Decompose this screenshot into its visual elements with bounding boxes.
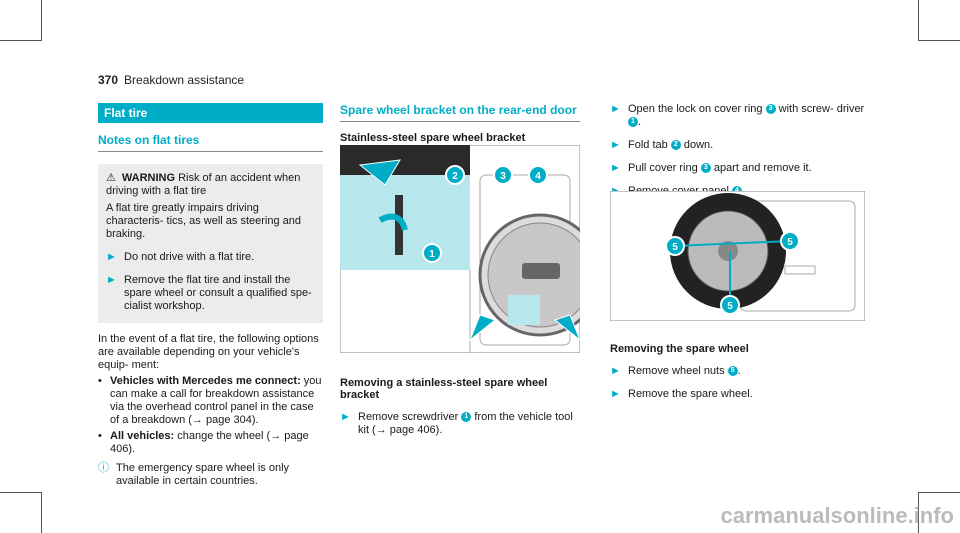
callout-3: 3 xyxy=(493,165,513,185)
bullet-text: you can make a call for breakdown assist… xyxy=(110,375,322,426)
list-item: Vehicles with Mercedes me connect: you c… xyxy=(98,375,323,427)
warning-step: Do not drive with a flat tire. xyxy=(124,251,255,263)
callout-label: 5 xyxy=(727,301,733,312)
warning-step: Remove the flat tire and install the spa… xyxy=(124,274,312,312)
removal-section: Removing a stainless-steel spare wheel b… xyxy=(340,367,580,437)
step-text: Pull cover ring xyxy=(628,162,698,174)
callout-label: 5 xyxy=(672,242,678,253)
section-bar-title: Flat tire xyxy=(98,103,323,123)
section-name: Breakdown assistance xyxy=(124,73,245,87)
spare-wheel-removal-section: Removing the spare wheel ► Remove wheel n… xyxy=(610,333,865,401)
list-item: All vehicles: change the wheel (→ page 4… xyxy=(98,430,323,456)
subtitle: Stainless-steel spare wheel bracket xyxy=(340,132,526,144)
column-2: Spare wheel bracket on the rear-end door… xyxy=(340,103,580,436)
spare-wheel-figure: 5 5 5 xyxy=(610,191,865,321)
step-text: from the vehicle tool kit (→ page 406). xyxy=(358,411,573,436)
arrow-icon: ► xyxy=(610,388,621,400)
arrow-icon: ► xyxy=(610,139,621,151)
step-text: Open the lock on cover ring xyxy=(628,103,763,115)
step-text: Remove screwdriver xyxy=(358,411,459,423)
crop-mark xyxy=(0,492,42,493)
warning-label: WARNING xyxy=(121,172,176,184)
warning-text: Risk of an accident when driving with a … xyxy=(106,172,301,197)
info-icon: ⓘ xyxy=(98,462,109,474)
note-text: The emergency spare wheel is only availa… xyxy=(116,462,290,487)
number-badge: 3 xyxy=(765,104,776,115)
page-number: 370 xyxy=(98,73,119,87)
step-text: Fold tab xyxy=(628,139,668,151)
callout-label: 1 xyxy=(429,249,435,260)
callout-5: 5 xyxy=(665,236,685,256)
bullet-text: change the wheel (→ page 406). xyxy=(110,430,309,455)
callout-label: 2 xyxy=(452,171,458,182)
callout-5: 5 xyxy=(780,231,800,251)
section-title: Spare wheel bracket on the rear-end door xyxy=(340,103,580,122)
callout-5: 5 xyxy=(720,295,740,315)
callout-4: 4 xyxy=(528,165,548,185)
arrow-icon: ► xyxy=(610,162,621,174)
crop-mark xyxy=(0,40,42,41)
page-header: 370 Breakdown assistance xyxy=(98,73,244,87)
arrow-icon: ► xyxy=(610,365,621,377)
callout-label: 5 xyxy=(787,237,793,248)
subsection-title: Notes on flat tires xyxy=(98,133,323,152)
watermark: carmanualsonline.info xyxy=(720,503,955,528)
callout-1: 1 xyxy=(422,243,442,263)
heading: Removing the spare wheel xyxy=(610,343,749,355)
note: ⓘ The emergency spare wheel is only avail… xyxy=(98,462,323,488)
arrow-icon: ► xyxy=(340,411,351,423)
heading: Removing a stainless-steel spare wheel b… xyxy=(340,377,548,401)
number-badge: 3 xyxy=(700,163,711,174)
number-badge: 5 xyxy=(727,366,738,377)
step-text: with screw- driver xyxy=(778,103,865,115)
intro-text: In the event of a flat tire, the followi… xyxy=(98,333,319,371)
callout-label: 3 xyxy=(500,171,506,182)
warning-icon: ⚠ xyxy=(106,172,116,184)
arrow-icon: ► xyxy=(610,103,621,115)
column-3: ► Open the lock on cover ring 3 with scre… xyxy=(610,103,865,400)
callout-label: 4 xyxy=(535,171,541,182)
step-text: apart and remove it. xyxy=(713,162,812,174)
crop-mark xyxy=(918,492,960,493)
bullet-strong: All vehicles: xyxy=(110,430,175,442)
step-text: down. xyxy=(683,139,714,151)
crop-mark xyxy=(41,0,42,41)
crop-mark xyxy=(918,492,919,533)
crop-mark xyxy=(918,40,960,41)
arrow-icon: ► xyxy=(106,274,117,286)
crop-mark xyxy=(918,0,919,41)
arrow-icon: ► xyxy=(106,251,117,263)
column-1: Flat tire Notes on flat tires ⚠ WARNING R… xyxy=(98,103,323,488)
warning-body: A flat tire greatly impairs driving char… xyxy=(106,202,302,240)
warning-box: ⚠ WARNING Risk of an accident when drivin… xyxy=(98,164,323,323)
step-text: . xyxy=(638,116,642,128)
step-text: Remove wheel nuts xyxy=(628,365,725,377)
number-badge: 2 xyxy=(670,140,681,151)
step-text: Remove the spare wheel. xyxy=(628,388,753,400)
number-badge: 1 xyxy=(628,117,638,128)
bullet-strong: Vehicles with Mercedes me connect: xyxy=(110,375,301,387)
spare-wheel-bracket-figure: 1 2 3 4 xyxy=(340,145,580,353)
crop-mark xyxy=(41,492,42,533)
callout-2: 2 xyxy=(445,165,465,185)
step-text: . xyxy=(737,365,741,377)
number-badge: 1 xyxy=(461,412,472,423)
